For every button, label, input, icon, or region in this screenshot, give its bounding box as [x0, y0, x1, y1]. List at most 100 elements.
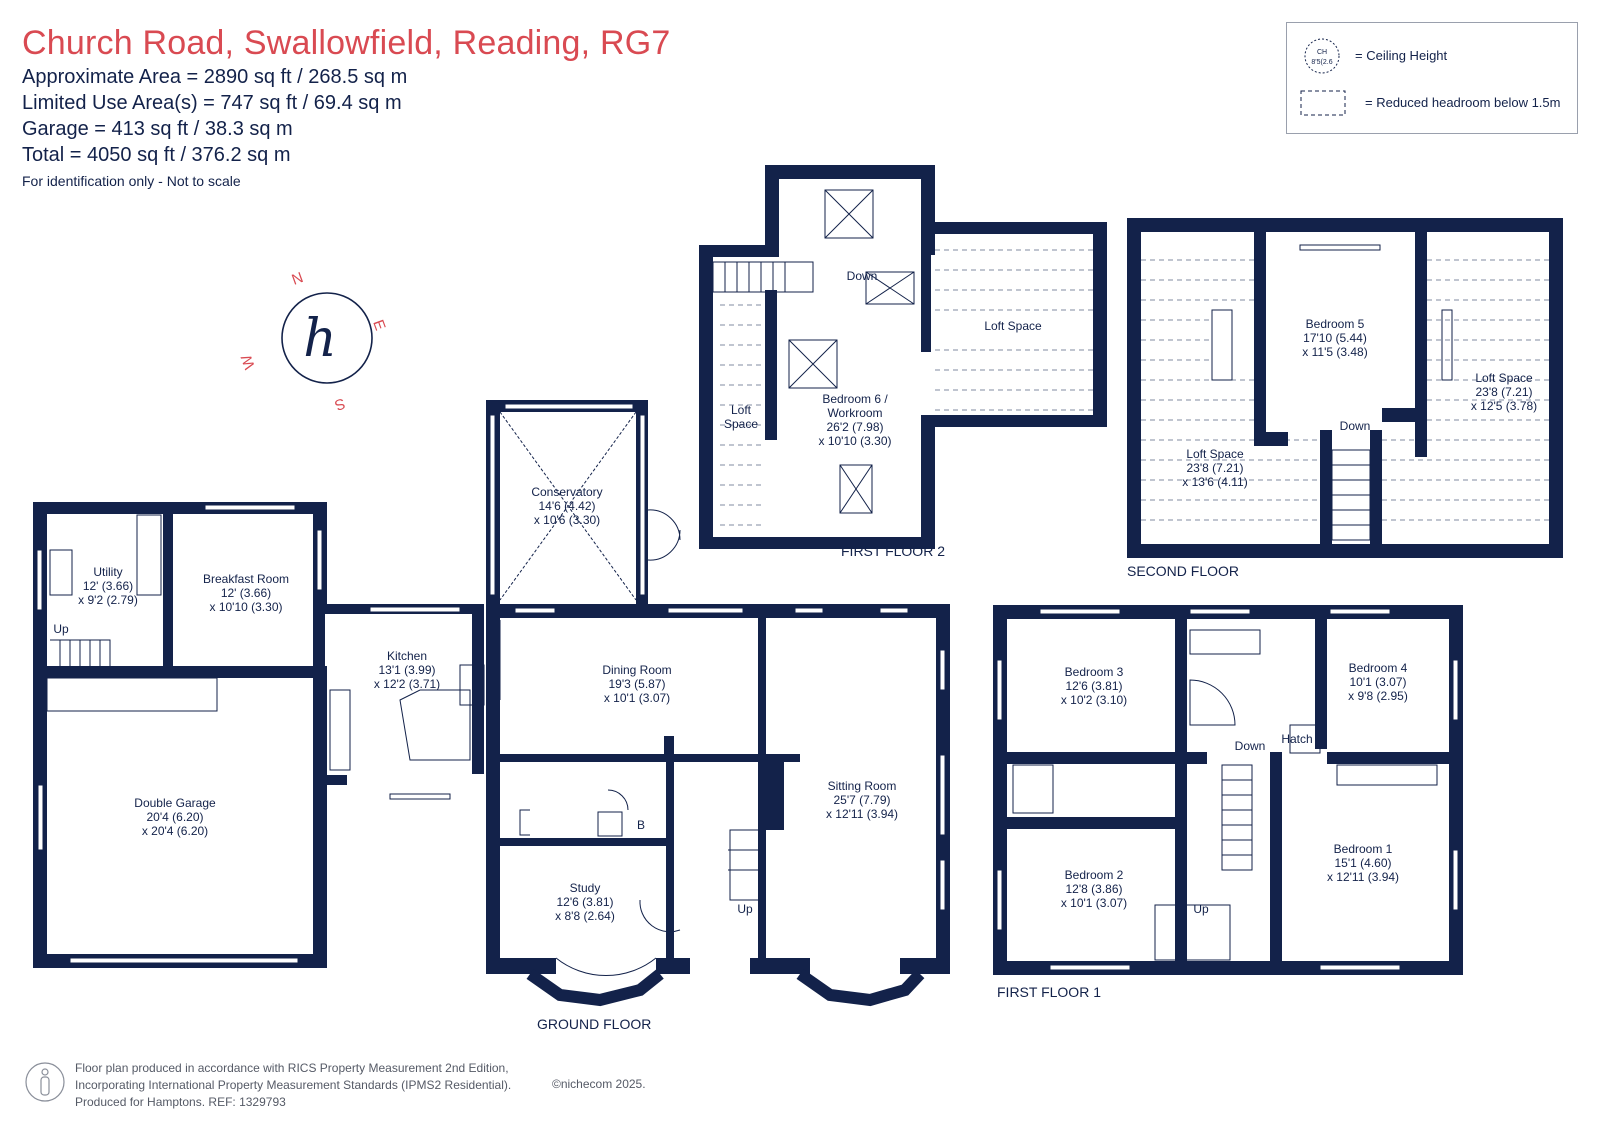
bed1-name: Bedroom 1 [1334, 842, 1393, 856]
ground-floor: GROUND FLOOR [33, 400, 950, 1032]
loft-hatch: Hatch [1281, 732, 1312, 746]
bed3-dim1: 12'6 (3.81) [1066, 679, 1123, 693]
ceiling-symbol-top: CH [1317, 49, 1327, 56]
utility-breakfast-walls [33, 502, 327, 682]
ff2-loft-left-1: Loft [731, 403, 752, 417]
bed1-dim2: x 12'11 (3.94) [1327, 870, 1399, 884]
first-floor-2-label: FIRST FLOOR 2 [841, 543, 945, 559]
bed2-dim2: x 10'1 (3.07) [1061, 896, 1127, 910]
utility-name: Utility [93, 565, 122, 579]
sf-loft-right-dim2: x 12'5 (3.78) [1471, 399, 1537, 413]
garage-name: Double Garage [134, 796, 216, 810]
compass: h N E S W [238, 269, 389, 414]
kitchen-dim2: x 12'2 (3.71) [374, 677, 440, 691]
bed1-dim1: 15'1 (4.60) [1335, 856, 1392, 870]
ceiling-height-label: = Ceiling Height [1355, 48, 1448, 63]
second-floor: SECOND FLOOR [1127, 218, 1563, 579]
reduced-headroom-label: = Reduced headroom below 1.5m [1365, 95, 1560, 110]
conservatory-dim1: 14'6 (4.42) [539, 499, 596, 513]
bed2-name: Bedroom 2 [1065, 868, 1124, 882]
footer-line-1: Floor plan produced in accordance with R… [75, 1061, 509, 1075]
breakfast-dim1: 12' (3.66) [221, 586, 271, 600]
garage-dim1: 20'4 (6.20) [147, 810, 204, 824]
reduced-headroom-icon [1300, 90, 1346, 116]
boiler-marker: B [637, 818, 645, 832]
garage-dim2: x 20'4 (6.20) [142, 824, 208, 838]
legend-graphic: CH 8'5(2.6 = Ceiling Height = Reduced he… [1300, 38, 1560, 116]
footer-line-3: Produced for Hamptons. REF: 1329793 [75, 1095, 286, 1109]
ff2-stairs-down: Down [847, 269, 878, 283]
sf-loft-left-dim1: 23'8 (7.21) [1187, 461, 1244, 475]
ground-floor-label: GROUND FLOOR [537, 1016, 651, 1032]
kitchen-walls [313, 604, 485, 800]
first-floor-stairs-up: Up [1193, 902, 1209, 916]
bed6-name2: Workroom [827, 406, 882, 420]
bed4-dim2: x 9'8 (2.95) [1348, 689, 1408, 703]
sf-loft-right-name: Loft Space [1475, 371, 1533, 385]
bed6-dim1: 26'2 (7.98) [827, 420, 884, 434]
ground-stairs-up: Up [737, 902, 753, 916]
sf-stairs-down: Down [1340, 419, 1371, 433]
compass-west: W [238, 352, 259, 372]
info-person-icon [25, 1062, 65, 1102]
misc-labels: Up Up Up Down Down Down Hatch B [53, 269, 1370, 916]
legend: CH 8'5(2.6 = Ceiling Height = Reduced he… [1286, 22, 1578, 134]
dining-dim1: 19'3 (5.87) [609, 677, 666, 691]
utility-dim2: x 9'2 (2.79) [78, 593, 138, 607]
compass-east: E [369, 318, 388, 333]
bed5-name: Bedroom 5 [1306, 317, 1365, 331]
approximate-area: Approximate Area = 2890 sq ft / 268.5 sq… [22, 66, 408, 88]
total-area: Total = 4050 sq ft / 376.2 sq m [22, 144, 291, 166]
conservatory-walls [486, 400, 681, 610]
ff1-stairs-down: Down [1235, 739, 1266, 753]
kitchen-name: Kitchen [387, 649, 427, 663]
main-block-walls [486, 604, 950, 1007]
breakfast-name: Breakfast Room [203, 572, 289, 586]
room-labels: Utility 12' (3.66) x 9'2 (2.79) Breakfas… [78, 317, 1537, 923]
compass-ring [281, 292, 373, 384]
study-name: Study [570, 881, 601, 895]
utility-dim1: 12' (3.66) [83, 579, 133, 593]
bed4-name: Bedroom 4 [1349, 661, 1408, 675]
bed5-dim1: 17'10 (5.44) [1303, 331, 1367, 345]
first-floor-2: FIRST FLOOR 2 [699, 165, 1107, 559]
compass-south: S [332, 394, 347, 413]
bed6-name1: Bedroom 6 / [822, 392, 888, 406]
bed4-dim1: 10'1 (3.07) [1350, 675, 1407, 689]
study-dim2: x 8'8 (2.64) [555, 909, 615, 923]
ff2-loft-right: Loft Space [984, 319, 1042, 333]
sf-loft-left-dim2: x 13'6 (4.11) [1182, 475, 1247, 489]
bed3-dim2: x 10'2 (3.10) [1061, 693, 1127, 707]
page-title: Church Road, Swallowfield, Reading, RG7 [22, 24, 671, 62]
first-floor-1-label: FIRST FLOOR 1 [997, 984, 1101, 1000]
sitting-dim1: 25'7 (7.79) [834, 793, 891, 807]
ceiling-height-icon [1304, 38, 1340, 74]
sitting-dim2: x 12'11 (3.94) [826, 807, 898, 821]
header: Church Road, Swallowfield, Reading, RG7 … [22, 24, 670, 189]
bed2-dim1: 12'8 (3.86) [1066, 882, 1123, 896]
kitchen-dim1: 13'1 (3.99) [379, 663, 436, 677]
garage-area: Garage = 413 sq ft / 38.3 sq m [22, 118, 293, 140]
study-dim1: 12'6 (3.81) [557, 895, 614, 909]
ceiling-symbol-bottom: 8'5(2.6 [1311, 59, 1332, 66]
second-floor-label: SECOND FLOOR [1127, 563, 1239, 579]
compass-north: N [290, 269, 306, 289]
dining-name: Dining Room [602, 663, 671, 677]
sf-loft-left-name: Loft Space [1186, 447, 1244, 461]
limited-use-area: Limited Use Area(s) = 747 sq ft / 69.4 s… [22, 92, 402, 114]
conservatory-dim2: x 10'6 (3.30) [534, 513, 600, 527]
breakfast-dim2: x 10'10 (3.30) [209, 600, 282, 614]
compass-logo: h [303, 309, 337, 369]
first-floor-1: FIRST FLOOR 1 [993, 605, 1463, 1000]
bed3-name: Bedroom 3 [1065, 665, 1124, 679]
sitting-name: Sitting Room [828, 779, 897, 793]
dining-dim2: x 10'1 (3.07) [604, 691, 670, 705]
utility-stairs-up: Up [53, 622, 69, 636]
bed6-dim2: x 10'10 (3.30) [818, 434, 891, 448]
sf-loft-right-dim1: 23'8 (7.21) [1476, 385, 1533, 399]
footer-line-2: Incorporating International Property Mea… [75, 1078, 512, 1092]
copyright: ©nichecom 2025. [552, 1077, 646, 1091]
conservatory-name: Conservatory [531, 485, 602, 499]
ff2-loft-left-2: Space [724, 417, 758, 431]
